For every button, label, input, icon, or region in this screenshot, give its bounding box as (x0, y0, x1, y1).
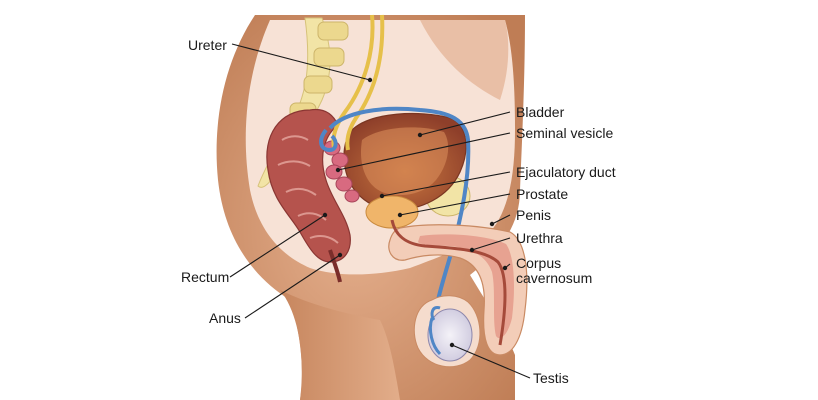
leader-lines (229, 43, 531, 379)
anal-canal (328, 249, 342, 283)
rectum (266, 108, 351, 263)
label-prostate: Prostate (516, 186, 568, 202)
vas-loop (430, 305, 441, 321)
urethra (390, 219, 507, 346)
label-ejaculatory-duct: Ejaculatory duct (516, 164, 616, 180)
testis (427, 308, 473, 362)
vas-deferens (319, 106, 471, 321)
label-ureter: Ureter (188, 37, 227, 53)
leader-dots (322, 77, 508, 348)
label-testis: Testis (533, 370, 569, 386)
corpus-cavernosum (418, 234, 514, 339)
label-seminal-vesicle: Seminal vesicle (516, 125, 613, 141)
label-cavernosum: cavernosum (516, 270, 592, 286)
label-anus: Anus (209, 310, 241, 326)
rectum-folds (277, 135, 339, 244)
buttock (280, 290, 400, 400)
label-rectum: Rectum (181, 269, 229, 285)
label-corpus: Corpus (516, 255, 561, 271)
abdominal-wall (420, 20, 509, 100)
label-urethra: Urethra (516, 230, 563, 246)
label-bladder: Bladder (516, 104, 565, 120)
epididymis (428, 317, 442, 356)
label-penis: Penis (516, 207, 551, 223)
bladder-lumen (360, 127, 449, 196)
